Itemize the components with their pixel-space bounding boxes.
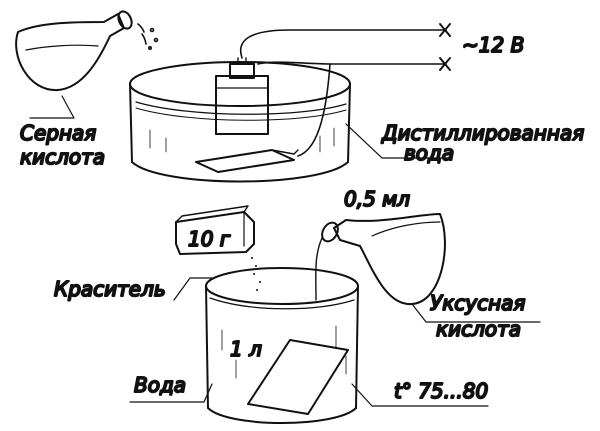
dyed-part xyxy=(247,339,349,415)
terminal-x-lower xyxy=(439,57,451,71)
acetic-acid-flask xyxy=(321,213,446,306)
acetic-acid-leader xyxy=(411,303,541,323)
voltage-label: ~12 В xyxy=(462,33,524,57)
dye-label: Краситель xyxy=(54,277,166,301)
cathode-plate xyxy=(215,57,269,135)
electrolysis-bath xyxy=(129,61,351,183)
wires xyxy=(239,29,447,157)
acetic-stream xyxy=(315,237,323,301)
workpiece-plate xyxy=(195,149,299,173)
sulfuric-acid-label-1: Серная xyxy=(20,121,96,145)
sulfuric-acid-leader xyxy=(29,95,75,119)
distilled-water-label-1: Дистиллированная xyxy=(381,121,584,145)
dye-leader xyxy=(173,277,213,301)
dye-mass-label: 10 г xyxy=(188,227,231,251)
water-volume-label: 1 л xyxy=(230,337,262,361)
acetic-volume-label: 0,5 мл xyxy=(344,187,410,211)
sulfuric-acid-label-2: кислота xyxy=(20,145,105,169)
distilled-water-leader xyxy=(345,123,453,159)
dye-powder xyxy=(251,257,261,291)
water-label: Вода xyxy=(134,373,186,397)
acetic-acid-label-2: кислота xyxy=(436,317,521,341)
sulfuric-acid-flask xyxy=(15,10,133,92)
acetic-acid-label-1: Уксусная xyxy=(430,291,525,315)
acid-drops xyxy=(137,23,159,50)
temperature-leader xyxy=(351,383,489,407)
dye-box xyxy=(175,205,255,255)
dye-bath xyxy=(205,267,359,424)
distilled-water-label-2: вода xyxy=(404,141,454,165)
terminal-x-upper xyxy=(439,23,451,37)
temperature-label: t° 75...80 xyxy=(394,379,488,403)
water-leader xyxy=(129,383,213,403)
